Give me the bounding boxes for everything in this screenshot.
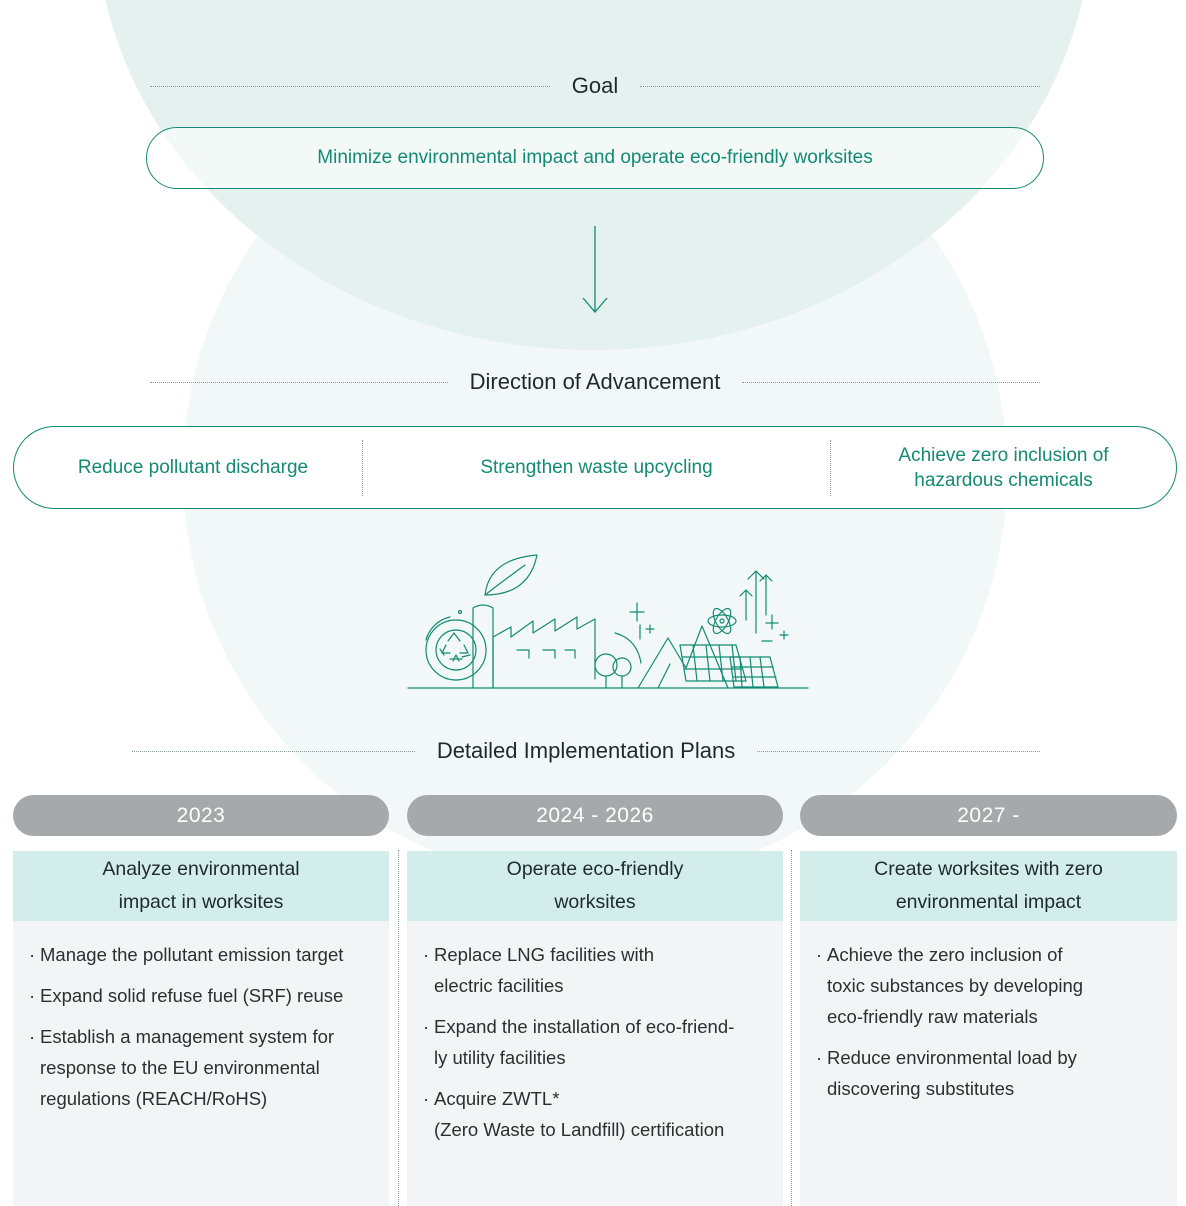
direction-item: Strengthen waste upcycling bbox=[362, 439, 830, 496]
plan-column: 2023 Analyze environmental impact in work… bbox=[13, 795, 389, 1206]
column-divider bbox=[791, 850, 792, 1206]
period-pill: 2027 - bbox=[800, 795, 1177, 836]
bullet-line: Achieve the zero inclusion of bbox=[827, 944, 1063, 965]
bullet-line: discovering substitutes bbox=[827, 1078, 1015, 1099]
direction-box: Reduce pollutant discharge Strengthen wa… bbox=[13, 426, 1177, 509]
direction-item: Reduce pollutant discharge bbox=[14, 440, 362, 496]
bullet-line: Establish a management system for bbox=[40, 1026, 335, 1047]
bullet-line: electric facilities bbox=[434, 975, 564, 996]
plan-bullet: Replace LNG facilities with electric faci… bbox=[423, 939, 773, 1001]
plan-bullet: Expand the installation of eco-friend-ly… bbox=[423, 1011, 773, 1073]
plan-title-line: Analyze environmental bbox=[102, 858, 300, 880]
plan-title: Operate eco-friendly worksites bbox=[407, 851, 783, 921]
plan-body: Achieve the zero inclusion of toxic subst… bbox=[800, 921, 1177, 1206]
atom-icon bbox=[707, 607, 737, 635]
bullet-line: (Zero Waste to Landfill) certification bbox=[434, 1119, 725, 1140]
plan-body: Manage the pollutant emission target Exp… bbox=[13, 921, 389, 1206]
goal-statement: Minimize environmental impact and operat… bbox=[317, 147, 873, 168]
bullet-line: Manage the pollutant emission target bbox=[40, 944, 344, 965]
direction-heading-label: Direction of Advancement bbox=[469, 369, 721, 394]
plan-title-line: environmental impact bbox=[895, 891, 1082, 913]
plan-bullet: Manage the pollutant emission target bbox=[29, 939, 379, 970]
goal-heading: Goal bbox=[150, 71, 1041, 101]
plan-body: Replace LNG facilities with electric faci… bbox=[407, 921, 783, 1206]
leaf-icon bbox=[484, 554, 538, 596]
goal-statement-box: Minimize environmental impact and operat… bbox=[146, 127, 1044, 189]
eco-factory-illustration bbox=[400, 545, 816, 695]
recycle-icon bbox=[425, 616, 487, 681]
plan-bullet: Acquire ZWTL* (Zero Waste to Landfill) ce… bbox=[423, 1083, 773, 1145]
plan-title-line: Operate eco-friendly bbox=[506, 858, 684, 880]
plan-bullet: Reduce environmental load by discovering … bbox=[816, 1042, 1167, 1104]
dotted-rule bbox=[742, 381, 1041, 383]
plan-bullet: Establish a management system for respons… bbox=[29, 1021, 379, 1114]
plans-heading: Detailed Implementation Plans bbox=[132, 736, 1041, 766]
bullet-line: Expand the installation of eco-friend- bbox=[434, 1016, 735, 1037]
implementation-plans: 2023 Analyze environmental impact in work… bbox=[13, 795, 1177, 1206]
bullet-line: eco-friendly raw materials bbox=[827, 1006, 1038, 1027]
period-pill: 2024 - 2026 bbox=[407, 795, 783, 836]
plan-title-line: worksites bbox=[554, 891, 636, 913]
plan-column: 2027 - Create worksites with zero environ… bbox=[800, 795, 1177, 1206]
dotted-rule bbox=[640, 85, 1041, 87]
direction-item-line: hazardous chemicals bbox=[914, 469, 1093, 491]
plan-title-line: impact in worksites bbox=[118, 891, 284, 913]
period-pill: 2023 bbox=[13, 795, 389, 836]
upward-arrows-icon bbox=[739, 570, 789, 642]
direction-item-label: Strengthen waste upcycling bbox=[480, 457, 713, 478]
dotted-rule bbox=[150, 85, 550, 87]
plan-bullet: Expand solid refuse fuel (SRF) reuse bbox=[29, 980, 379, 1011]
down-arrow-icon bbox=[579, 226, 611, 316]
plan-title-line: Create worksites with zero bbox=[874, 858, 1103, 880]
bullet-line: Acquire ZWTL* bbox=[434, 1088, 560, 1109]
plan-column: 2024 - 2026 Operate eco-friendly worksite… bbox=[407, 795, 783, 1206]
goal-heading-label: Goal bbox=[571, 73, 619, 98]
direction-item-line: Achieve zero inclusion of bbox=[898, 444, 1109, 466]
bullet-line: Expand solid refuse fuel (SRF) reuse bbox=[40, 985, 344, 1006]
direction-item: Achieve zero inclusion of hazardous chem… bbox=[830, 439, 1176, 496]
tree-icon bbox=[594, 653, 632, 689]
direction-item-label: Achieve zero inclusion of hazardous chem… bbox=[898, 443, 1108, 493]
bullet-line: Reduce environmental load by bbox=[827, 1047, 1077, 1068]
plan-title: Create worksites with zero environmental … bbox=[800, 851, 1177, 921]
solar-panel-icon bbox=[679, 644, 779, 688]
plan-bullet: Achieve the zero inclusion of toxic subst… bbox=[816, 939, 1167, 1032]
bullet-line: response to the EU environmental bbox=[40, 1057, 320, 1078]
bullet-line: toxic substances by developing bbox=[827, 975, 1084, 996]
plan-title: Analyze environmental impact in worksites bbox=[13, 851, 389, 921]
plans-heading-label: Detailed Implementation Plans bbox=[436, 738, 736, 763]
bullet-line: Replace LNG facilities with bbox=[434, 944, 655, 965]
column-divider bbox=[398, 850, 399, 1206]
dotted-rule bbox=[150, 381, 448, 383]
dotted-rule bbox=[132, 750, 415, 752]
bullet-line: ly utility facilities bbox=[434, 1047, 566, 1068]
bullet-line: regulations (REACH/RoHS) bbox=[40, 1088, 268, 1109]
dotted-rule bbox=[757, 750, 1041, 752]
direction-heading: Direction of Advancement bbox=[150, 367, 1041, 397]
direction-item-label: Reduce pollutant discharge bbox=[77, 457, 309, 478]
